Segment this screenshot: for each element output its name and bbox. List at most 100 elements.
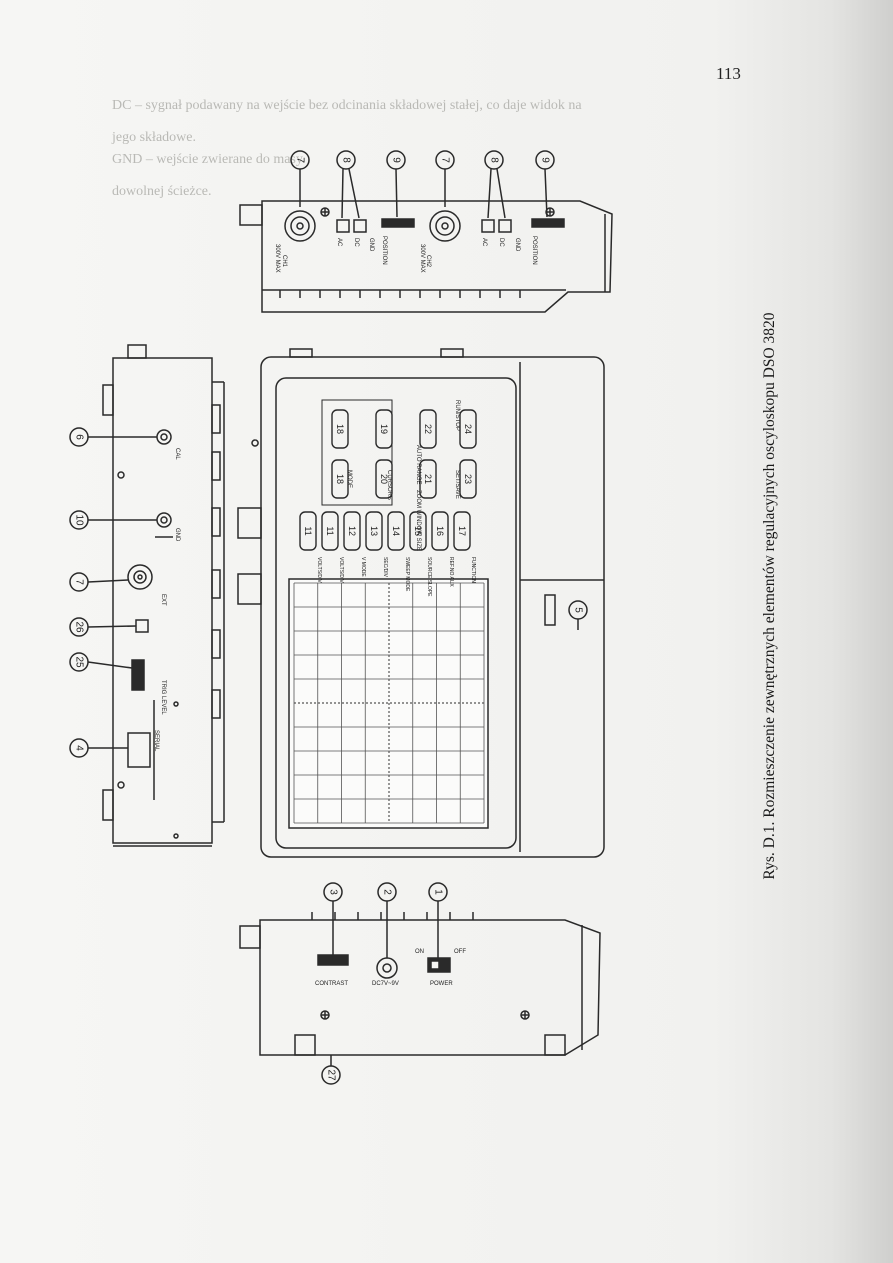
cal-label: CAL: [174, 448, 180, 460]
button-number: 12: [347, 526, 357, 536]
callout-number: 8: [341, 157, 352, 163]
mode-label: MODE: [346, 470, 352, 488]
front-panel-button: 18: [331, 409, 349, 449]
button-label: VOLTS/DIV: [338, 557, 344, 583]
callout-number: 2: [382, 889, 393, 895]
cursor-group-outline: [321, 399, 393, 506]
front-panel-button: 12 V MODE: [343, 511, 366, 577]
set-save-label: SET/SAVE: [454, 470, 460, 499]
ch1-dc-switch: [353, 219, 367, 233]
faded-text-line: DC – sygnał podawany na wejście bez odci…: [112, 98, 582, 113]
callout-number: 9: [540, 157, 551, 163]
ch2-dc-switch: [498, 219, 512, 233]
button-number: 14: [391, 526, 401, 536]
front-panel-button: 18: [331, 459, 349, 499]
button-number: 19: [379, 424, 389, 434]
front-panel-button: 21: [419, 459, 437, 499]
max-input-label: 300V MAX: [274, 244, 280, 273]
figure-caption-text: Rys. D.1. Rozmieszczenie zewnętrznych el…: [761, 312, 778, 880]
ch2-ac-switch: [481, 219, 495, 233]
button-label: V MODE: [360, 557, 366, 577]
coupling-label: AC: [336, 238, 342, 247]
callout-number: 7: [440, 157, 451, 163]
power-on-label: ON: [415, 949, 424, 955]
callout-number: 27: [326, 1069, 337, 1081]
serial-label: SERIAL: [153, 730, 159, 752]
auto-range-label: AUTO RANGE: [415, 445, 421, 485]
callout-number: 9: [391, 157, 402, 163]
front-panel-view: [237, 348, 605, 858]
display-callout: 5: [568, 600, 588, 630]
button-number: 15: [413, 526, 423, 536]
callout-number: 5: [573, 607, 584, 613]
ch2-position-knob: [531, 218, 565, 228]
gnd-label: GND: [174, 528, 180, 542]
callout-number: 4: [74, 745, 85, 751]
button-label: SOURCE SLOPE: [426, 557, 432, 597]
button-number: 23: [463, 474, 473, 484]
button-number: 16: [435, 526, 445, 536]
callout-number: 1: [433, 889, 444, 895]
dc-input-label: DC7V~9V: [372, 981, 399, 987]
button-number: 11: [325, 526, 335, 535]
front-panel-button: 23: [459, 459, 477, 499]
faded-text-line: dowolnej ścieżce.: [112, 184, 212, 199]
ext-label: EXT: [160, 594, 166, 606]
power-off-label: OFF: [454, 949, 466, 955]
callout-number: 26: [74, 621, 85, 633]
callout-number: 6: [74, 434, 85, 440]
coupling-label: DC: [498, 238, 504, 247]
cursors-label: CURSORS: [386, 470, 392, 500]
callout-number: 25: [74, 656, 85, 668]
callout-number: 7: [295, 157, 306, 163]
ch1-label: CH1: [281, 255, 287, 268]
button-number: 20: [379, 474, 389, 484]
coupling-label: AC: [481, 238, 487, 247]
button-label: FUNCTION: [470, 557, 476, 583]
faded-text-line: GND – wejście zwierane do masy.: [112, 152, 306, 167]
page-number: 113: [716, 64, 741, 83]
button-number: 18: [335, 474, 345, 484]
button-number: 17: [457, 526, 467, 536]
callout-number: 7: [74, 579, 85, 585]
coupling-label: DC: [353, 238, 359, 247]
ch1-ac-switch: [336, 219, 350, 233]
ch1-position-knob: [381, 218, 415, 228]
trig-level-label: TRIG LEVEL: [160, 680, 166, 715]
contrast-label: CONTRAST: [315, 981, 348, 987]
max-input-label: 300V MAX: [419, 244, 425, 273]
power-label: POWER: [430, 981, 453, 987]
run-stop-label: RUN/STOP: [454, 400, 460, 431]
front-panel-button: 24: [459, 409, 477, 449]
button-number: 18: [335, 424, 345, 434]
right-side-view: [69, 344, 225, 847]
position-label: POSITION: [531, 236, 537, 265]
position-label: POSITION: [381, 236, 387, 265]
front-panel-button: 19: [375, 409, 393, 449]
display-grid: [293, 582, 485, 824]
button-label: VOLTS/DIV: [316, 557, 322, 583]
button-number: 11: [303, 526, 313, 535]
coupling-label: GND: [368, 238, 374, 252]
button-number: 24: [463, 424, 473, 434]
button-number: 22: [423, 424, 433, 434]
front-panel-button: 22: [419, 409, 437, 449]
button-label: SEC/DIV: [382, 557, 388, 578]
button-number: 21: [423, 474, 433, 484]
left-side-view: [239, 882, 601, 1085]
button-label: SWEEP MODE: [404, 557, 410, 592]
top-panel-view: [239, 150, 613, 313]
zoom-label: ZOOM WINDOW SIZE: [415, 490, 421, 551]
faded-text-line: jego składowe.: [112, 130, 196, 145]
coupling-label: GND: [514, 238, 520, 252]
